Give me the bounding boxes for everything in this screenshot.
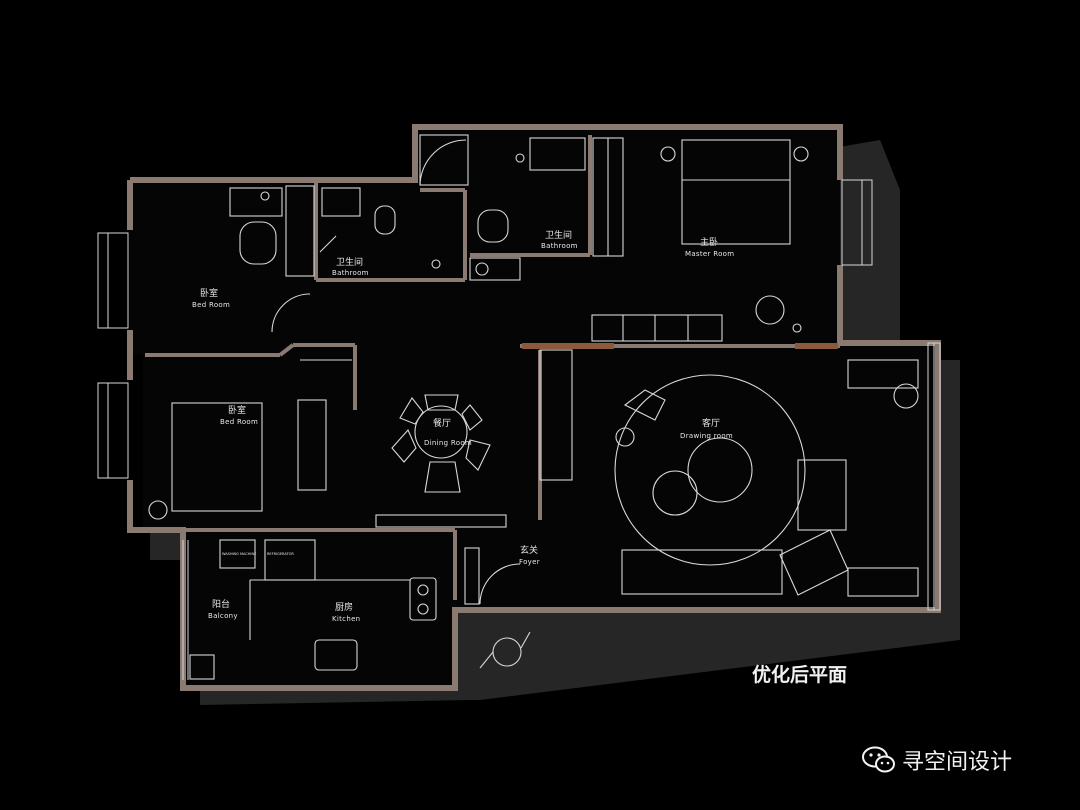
label-master-en: Master Room <box>685 250 734 258</box>
furniture <box>148 134 919 680</box>
label-foyer-en: Foyer <box>519 558 540 566</box>
label-dining-en: Dining Room <box>424 439 472 447</box>
plan-caption: 优化后平面 <box>752 664 848 686</box>
label-bathroom-a-zh: 卫生间 <box>336 256 363 268</box>
label-living-en: Drawing room <box>680 432 733 440</box>
label-bathroom-a-en: Bathroom <box>332 269 369 277</box>
label-living-zh: 客厅 <box>702 417 720 429</box>
label-bedroom-b-zh: 卧室 <box>228 404 246 416</box>
label-balcony-en: Balcony <box>208 612 238 620</box>
label-balcony-zh: 阳台 <box>212 598 230 610</box>
label-dining-zh: 餐厅 <box>433 417 451 429</box>
label-bathroom-b-en: Bathroom <box>541 242 578 250</box>
interior-fill <box>130 127 938 688</box>
label-washer: WASHING MACHINE <box>222 552 256 556</box>
room-labels: 卧室 Bed Room 卫生间 Bathroom 卫生间 Bathroom 主卧… <box>192 229 734 623</box>
label-bedroom-a-en: Bed Room <box>192 301 230 309</box>
window-lines <box>97 179 941 680</box>
label-master-zh: 主卧 <box>700 236 718 248</box>
label-kitchen-zh: 厨房 <box>335 601 353 613</box>
label-fridge: REFRIGERATOR <box>267 552 294 556</box>
label-kitchen-en: Kitchen <box>332 615 360 623</box>
label-bedroom-b-en: Bed Room <box>220 418 258 426</box>
wechat-icon <box>862 746 895 773</box>
watermark: 寻空间设计 <box>862 744 1012 776</box>
label-bathroom-b-zh: 卫生间 <box>545 229 572 241</box>
label-bedroom-a-zh: 卧室 <box>200 287 218 299</box>
watermark-text: 寻空间设计 <box>902 750 1013 775</box>
label-foyer-zh: 玄关 <box>520 544 538 556</box>
